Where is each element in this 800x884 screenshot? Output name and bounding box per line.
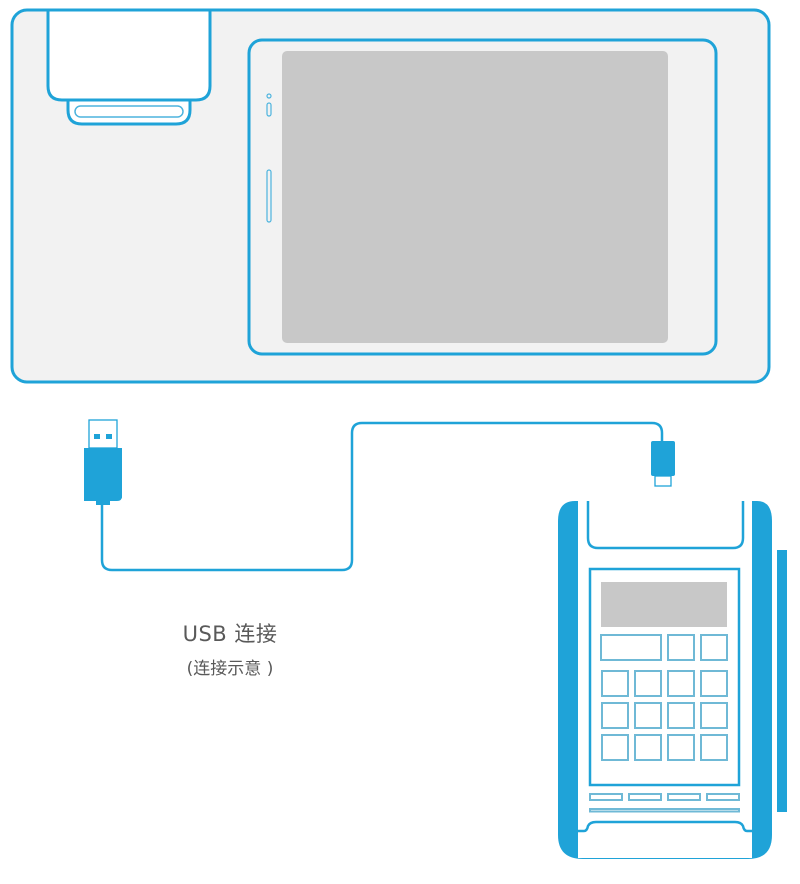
usb-a-plug-icon	[84, 419, 122, 505]
function-key	[667, 793, 701, 801]
key	[700, 702, 728, 729]
card-swipe-bar	[777, 550, 787, 812]
key	[601, 734, 629, 761]
key	[667, 734, 695, 761]
printer-icon	[46, 8, 212, 126]
function-key	[589, 793, 623, 801]
function-key	[628, 793, 662, 801]
key	[667, 634, 695, 661]
key	[667, 670, 695, 697]
host-terminal	[10, 8, 771, 384]
key	[601, 670, 629, 697]
key	[700, 734, 728, 761]
tablet-display	[247, 38, 718, 356]
key	[601, 702, 629, 729]
key	[667, 702, 695, 729]
sensor-icon	[266, 102, 272, 117]
pos-terminal	[558, 501, 787, 859]
key	[634, 670, 662, 697]
card-slot	[589, 808, 740, 813]
caption-title: USB 连接	[182, 622, 278, 646]
pos-display	[601, 582, 727, 627]
key	[700, 634, 728, 661]
caption-subtitle: (连接示意 )	[186, 659, 274, 679]
keypad	[589, 634, 740, 813]
receipt-printer	[586, 501, 745, 550]
key	[634, 734, 662, 761]
function-key	[706, 793, 740, 801]
tablet-screen	[282, 51, 668, 343]
camera-icon	[266, 93, 272, 99]
usb-cable	[84, 419, 675, 572]
key	[700, 670, 728, 697]
home-button-icon	[266, 169, 272, 223]
key	[634, 702, 662, 729]
key-wide	[600, 634, 662, 661]
paper-slot	[74, 105, 184, 118]
usb-c-plug-icon	[651, 441, 675, 487]
